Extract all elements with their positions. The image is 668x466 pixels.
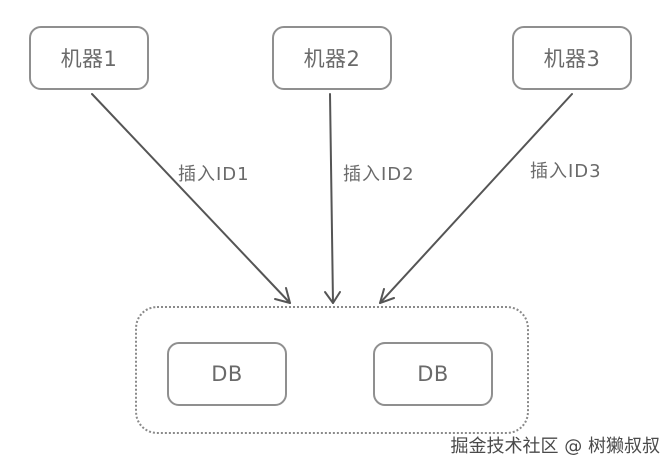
edge-label-insert-id1: 插入ID1 (178, 164, 250, 185)
machine-2-node: 机器2 (272, 26, 392, 90)
database-1-node: DB (167, 342, 287, 406)
machine-3-node: 机器3 (512, 26, 632, 90)
database-2-label: DB (417, 362, 449, 386)
arrow-machine-1-to-db (91, 93, 291, 304)
edge-label-insert-id2: 插入ID2 (343, 164, 415, 185)
machine-2-label: 机器2 (303, 47, 361, 71)
machine-3-label: 机器3 (543, 47, 601, 71)
edge-label-insert-id3: 插入ID3 (530, 161, 602, 182)
database-cluster-boundary (135, 306, 529, 434)
arrow-machine-2-to-db (324, 93, 341, 304)
database-1-label: DB (211, 362, 243, 386)
source-watermark: 掘金技术社区 @ 树獭叔叔 (450, 436, 660, 457)
machine-1-node: 机器1 (29, 26, 149, 90)
database-2-node: DB (373, 342, 493, 406)
arrow-machine-3-to-db (379, 93, 573, 304)
machine-1-label: 机器1 (60, 47, 118, 71)
